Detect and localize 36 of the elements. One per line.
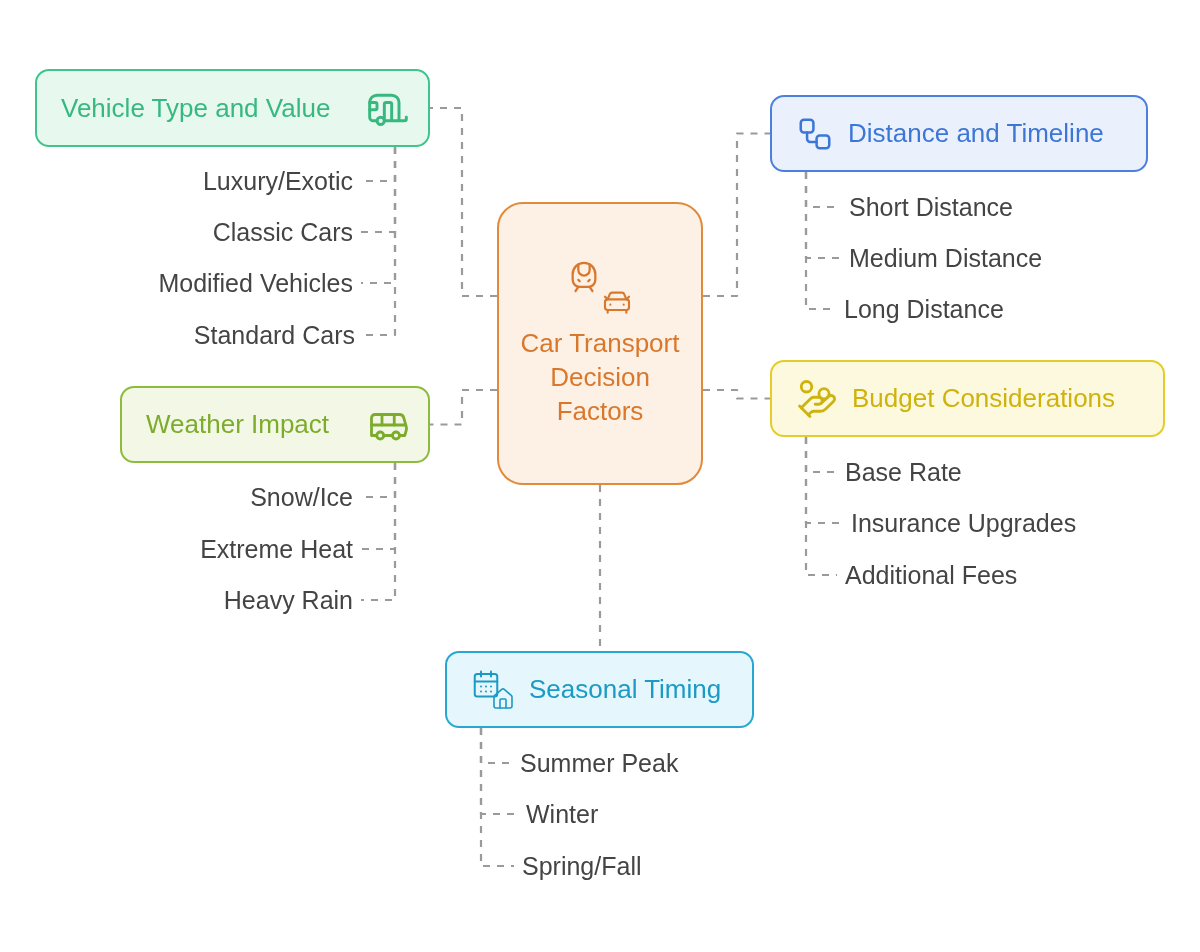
category-box xyxy=(770,95,1148,172)
dashed-connector xyxy=(430,388,497,426)
category-box xyxy=(35,69,430,147)
factor-label: Short Distance xyxy=(841,190,1021,224)
category-box xyxy=(120,386,430,463)
dashed-connector xyxy=(430,106,497,298)
category-box xyxy=(770,360,1165,437)
dashed-connector xyxy=(703,132,770,298)
dashed-connector xyxy=(479,728,514,868)
factor-label: Winter xyxy=(518,797,607,831)
factor-label: Additional Fees xyxy=(837,558,1026,592)
category-title: Vehicle Type and Value xyxy=(61,92,331,124)
category-title: Seasonal Timing xyxy=(529,674,722,705)
factor-label: Spring/Fall xyxy=(514,849,650,883)
dashed-connector xyxy=(703,388,770,400)
factor-label: Medium Distance xyxy=(841,241,1051,275)
factor-label: Classic Cars xyxy=(204,215,361,249)
category-title: Budget Considerations xyxy=(852,383,1116,414)
factor-label: Modified Vehicles xyxy=(150,266,361,300)
factor-label: Summer Peak xyxy=(512,746,687,780)
dashed-connector xyxy=(804,437,837,577)
category-box xyxy=(445,651,754,728)
factor-label: Snow/Ice xyxy=(242,480,361,514)
dashed-connector xyxy=(361,463,397,602)
factor-label: Luxury/Exotic xyxy=(194,164,361,198)
dashed-connector xyxy=(363,147,397,337)
factor-label: Insurance Upgrades xyxy=(843,506,1085,540)
factor-label: Long Distance xyxy=(836,292,1012,326)
factor-label: Extreme Heat xyxy=(192,532,361,566)
central-title: Car Transport Decision Factors xyxy=(519,326,681,428)
factor-label: Heavy Rain xyxy=(215,583,361,617)
central-box xyxy=(497,202,703,485)
factor-label: Base Rate xyxy=(837,455,970,489)
category-title: Weather Impact xyxy=(146,409,330,440)
category-title: Distance and Timeline xyxy=(848,118,1104,149)
factor-label: Standard Cars xyxy=(185,318,363,352)
